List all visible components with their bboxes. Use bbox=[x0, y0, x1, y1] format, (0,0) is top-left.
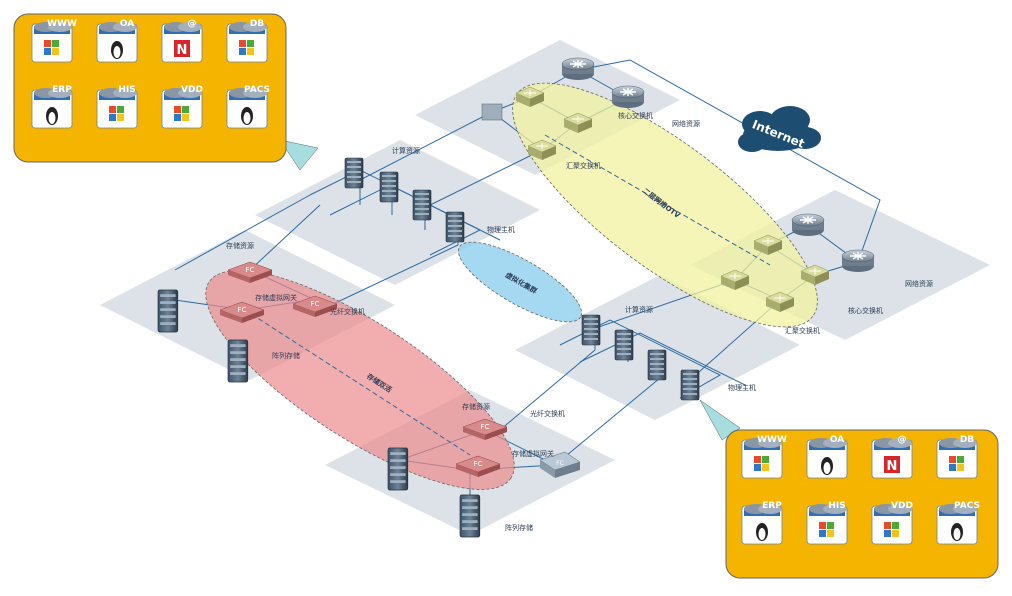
zone-label-storage-left: 存储资源 bbox=[226, 241, 254, 250]
fc-switch-icon: FC bbox=[539, 451, 581, 478]
svg-text:FC: FC bbox=[556, 460, 564, 467]
internet-cloud: Internet bbox=[738, 106, 821, 152]
windows-icon: DB bbox=[226, 19, 268, 63]
core-switch-label: 核心交换机 bbox=[618, 111, 653, 120]
server-icon bbox=[379, 171, 399, 203]
linux-icon: PACS bbox=[226, 85, 270, 129]
storage-rack-icon bbox=[157, 289, 179, 333]
otv-dashed-link bbox=[544, 134, 771, 266]
windows-icon: WWW bbox=[31, 19, 77, 63]
windows-icon: DB bbox=[936, 435, 978, 479]
svg-text:N: N bbox=[177, 43, 188, 58]
svg-text:N: N bbox=[887, 459, 898, 474]
storage-gateway-label: 存储虚拟网关 bbox=[512, 449, 554, 458]
server-icon bbox=[445, 211, 465, 243]
zone-label-network-top: 网络资源 bbox=[672, 119, 700, 128]
windows-icon: WWW bbox=[741, 435, 787, 479]
agg-switch-label: 汇聚交换机 bbox=[785, 326, 820, 335]
app-label: VDD bbox=[891, 501, 913, 511]
app-label: OA bbox=[830, 435, 844, 445]
storage-dashed-link bbox=[244, 309, 471, 456]
zone-label-compute-top: 计算资源 bbox=[392, 146, 420, 155]
server-icon bbox=[581, 314, 601, 346]
storage-rack-icon bbox=[227, 339, 249, 383]
physical-host-label: 物理主机 bbox=[728, 383, 756, 392]
app-label: WWW bbox=[47, 19, 77, 29]
agg-switch-label: 汇聚交换机 bbox=[566, 161, 601, 170]
zone-label-storage-bottom: 存储资源 bbox=[462, 402, 490, 411]
storage-rack-icon bbox=[387, 447, 409, 491]
server-icon bbox=[680, 369, 700, 401]
app-label: @ bbox=[188, 19, 197, 29]
app-label: OA bbox=[120, 19, 134, 29]
server-icon bbox=[614, 329, 634, 361]
app-label: PACS bbox=[954, 501, 980, 511]
linux-icon: OA bbox=[806, 435, 848, 479]
fc-switch-label: 光纤交换机 bbox=[530, 409, 565, 418]
app-label: PACS bbox=[244, 85, 270, 95]
storage-gateway-label: 存储虚拟网关 bbox=[255, 293, 297, 302]
storage-rack-icon bbox=[459, 494, 481, 538]
core-switch-icon bbox=[841, 249, 875, 273]
array-storage-label: 阵列存储 bbox=[272, 351, 300, 360]
zone-label-network-right: 网络资源 bbox=[905, 279, 933, 288]
core-router-icon bbox=[561, 57, 595, 81]
array-storage-label: 阵列存储 bbox=[505, 523, 533, 532]
linux-icon: PACS bbox=[936, 501, 980, 545]
linux-icon: ERP bbox=[741, 501, 783, 545]
access-switch-icon bbox=[481, 103, 503, 121]
storage-cluster-ellipse bbox=[205, 270, 515, 490]
server-icon bbox=[647, 349, 667, 381]
novell-icon: @N bbox=[161, 19, 203, 63]
windows-icon: HIS bbox=[96, 85, 138, 129]
server-icon bbox=[344, 157, 364, 189]
server-icon bbox=[412, 189, 432, 221]
linux-icon: ERP bbox=[31, 85, 73, 129]
core-switch-label: 核心交换机 bbox=[848, 306, 883, 315]
app-label: DB bbox=[960, 435, 974, 445]
app-label: DB bbox=[250, 19, 264, 29]
fc-switch-label: 光纤交换机 bbox=[330, 307, 365, 316]
app-label: VDD bbox=[181, 85, 203, 95]
zone-label-compute-bottom: 计算资源 bbox=[625, 305, 653, 314]
callout-pointer bbox=[279, 139, 319, 171]
windows-icon: VDD bbox=[161, 85, 203, 129]
core-switch-icon bbox=[611, 85, 645, 109]
app-label: HIS bbox=[118, 85, 135, 95]
windows-icon: VDD bbox=[871, 501, 913, 545]
linux-icon: OA bbox=[96, 19, 138, 63]
app-label: HIS bbox=[828, 501, 845, 511]
app-label: WWW bbox=[757, 435, 787, 445]
novell-icon: @N bbox=[871, 435, 913, 479]
app-label: ERP bbox=[52, 85, 72, 95]
virtualization-cluster-ellipse bbox=[457, 241, 583, 323]
app-label: @ bbox=[898, 435, 907, 445]
physical-host-label: 物理主机 bbox=[487, 225, 515, 234]
core-router-icon bbox=[791, 213, 825, 237]
windows-icon: HIS bbox=[806, 501, 848, 545]
app-label: ERP bbox=[762, 501, 782, 511]
